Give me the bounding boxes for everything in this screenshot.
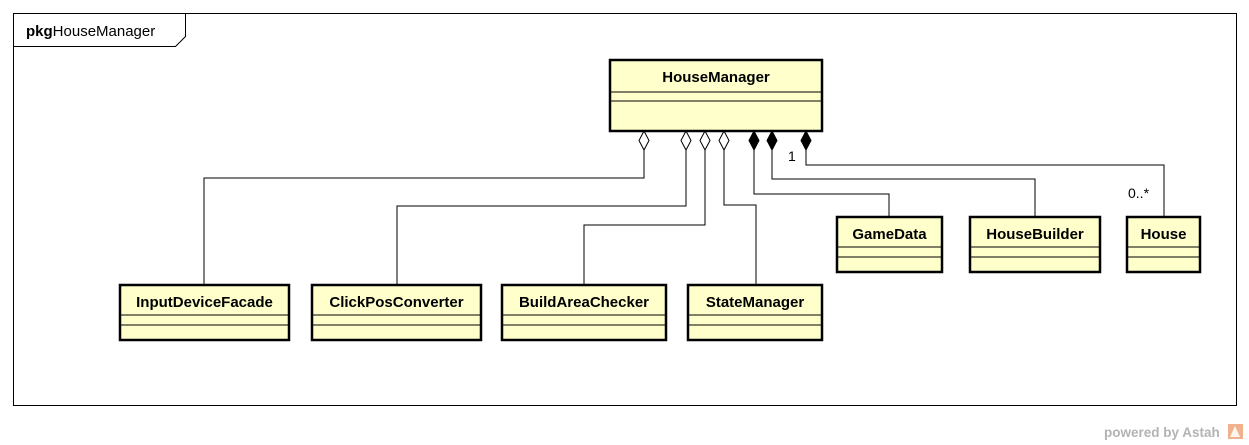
assoc-clickposconverter [396,150,687,285]
composition-diamond-icon [800,129,812,152]
class-box [118,283,291,342]
composition-diamond-icon [748,129,760,152]
watermark: powered by Astah [1104,424,1243,440]
package-keyword: pkg [26,23,53,40]
class-name: HouseManager [662,69,770,86]
class-box [835,215,944,274]
class-name: InputDeviceFacade [136,294,273,311]
class-name: BuildAreaChecker [519,294,649,311]
aggregation-diamond-icon [718,129,730,152]
watermark-text: powered by Astah [1104,425,1220,440]
class-name: ClickPosConverter [329,294,463,311]
class-housemanager[interactable]: HouseManager [608,58,824,133]
class-gamedata[interactable]: GameData [835,215,944,274]
assoc-inputdevicefacade [203,150,645,285]
class-box [608,58,824,133]
class-clickposconverter[interactable]: ClickPosConverter [310,283,483,342]
aggregation-diamond-icon [680,129,692,152]
class-name: HouseBuilder [986,226,1084,243]
assoc-buildareachecker [583,150,706,285]
class-box [686,283,824,342]
class-box [310,283,483,342]
composition-diamond-icon [766,129,778,152]
package-name: HouseManager [53,23,156,40]
diamonds [638,129,812,152]
class-name: GameData [852,226,927,243]
class-statemanager[interactable]: StateManager [686,283,824,342]
assoc-housebuilder [771,150,1036,217]
class-name: House [1141,226,1187,243]
assoc-statemanager [723,150,757,285]
class-box [500,283,668,342]
package-frame: pkgHouseManager [13,13,1237,406]
aggregation-diamond-icon [699,129,711,152]
assoc-house [805,150,1165,217]
astah-logo-icon [1228,424,1243,439]
class-inputdevicefacade[interactable]: InputDeviceFacade [118,283,291,342]
package-border [13,13,1237,406]
aggregation-diamond-icon [638,129,650,152]
connectors [203,150,1165,285]
class-buildareachecker[interactable]: BuildAreaChecker [500,283,668,342]
multiplicity-source-house: 1 [788,148,796,164]
class-box [1125,215,1202,274]
package-label: pkgHouseManager [26,23,155,40]
assoc-gamedata [753,150,890,217]
package-tab [13,13,186,47]
class-name: StateManager [706,294,805,311]
class-house[interactable]: House [1125,215,1202,274]
multiplicity-target-house: 0..* [1128,185,1150,201]
class-housebuilder[interactable]: HouseBuilder [968,215,1102,274]
class-box [968,215,1102,274]
